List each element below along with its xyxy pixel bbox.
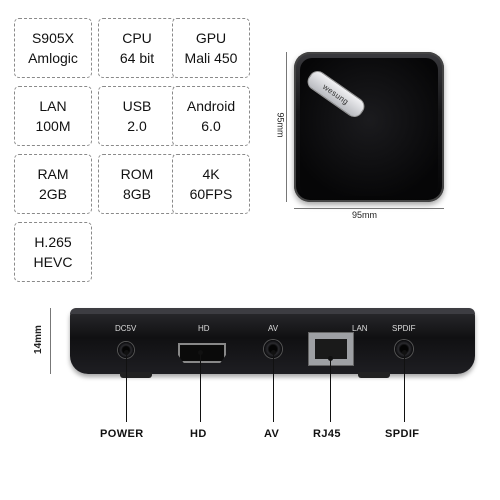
callout-label-power: POWER [100,428,144,440]
spec-tile-android: Android 6.0 [172,86,250,146]
width-dimension-line [294,208,444,209]
spec-tile-soc: S905X Amlogic [14,18,92,78]
spec-grid: S905X Amlogic CPU 64 bit GPU Mali 450 LA… [14,18,264,282]
port-label-hd: HD [198,324,210,333]
device-foot [120,372,152,378]
spec-tile-4k: 4K 60FPS [172,154,250,214]
spec-value: 100M [35,118,71,134]
spec-tile-cpu: CPU 64 bit [98,18,176,78]
port-label-lan: LAN [352,324,368,333]
spec-title: Android [186,98,236,114]
spec-title: ROM [120,166,154,182]
port-label-av: AV [268,324,279,333]
spec-value: 2.0 [127,118,147,134]
depth-dimension-line [286,52,287,202]
spec-title: RAM [37,166,69,182]
spec-value: 8GB [122,186,151,202]
device-top-image: wesung [294,52,444,202]
spec-tile-usb: USB 2.0 [98,86,176,146]
callout-label-spdif: SPDIF [385,428,420,440]
width-dimension-label: 95mm [352,210,378,220]
spec-tile-gpu: GPU Mali 450 [172,18,250,78]
spec-title: H.265 [34,234,72,250]
spec-value: Mali 450 [184,50,238,66]
spec-tile-rom: ROM 8GB [98,154,176,214]
callout-line-spdif [404,352,405,422]
spec-tile-lan: LAN 100M [14,86,92,146]
spec-title: LAN [39,98,67,114]
spec-title: GPU [195,30,227,46]
device-top-view: wesung 95mm 95mm [276,40,480,230]
device-rear-view: 14mm DC5V HD AV LAN SPDIF POWER HD AV RJ… [20,300,490,460]
callout-line-rj45 [330,358,331,422]
device-rear-panel: DC5V HD AV LAN SPDIF [70,308,475,374]
spdif-port [395,340,413,358]
spec-title: CPU [122,30,152,46]
spec-value: 64 bit [119,50,155,66]
height-dimension-line [50,308,51,374]
callout-label-hd: HD [190,428,207,440]
spec-value: 60FPS [189,186,233,202]
callout-line-av [273,352,274,422]
device-foot [358,372,390,378]
height-dimension-label: 14mm [32,325,44,354]
port-label-dc: DC5V [115,324,137,333]
spec-tile-hevc: H.265 HEVC [14,222,92,282]
depth-dimension-label: 95mm [275,112,286,138]
spec-tile-ram: RAM 2GB [14,154,92,214]
av-port [264,340,282,358]
spec-value: 2GB [38,186,67,202]
spec-value: HEVC [33,254,73,270]
port-label-spdif: SPDIF [392,324,416,333]
spec-value: 6.0 [201,118,221,134]
spec-value: Amlogic [28,50,78,66]
callout-label-av: AV [264,428,280,440]
callout-label-rj45: RJ45 [313,428,341,440]
spec-title: USB [122,98,152,114]
spec-title: 4K [202,166,220,182]
callout-line-power [126,352,127,422]
spec-title: S905X [31,30,75,46]
callout-line-hd [200,352,201,422]
